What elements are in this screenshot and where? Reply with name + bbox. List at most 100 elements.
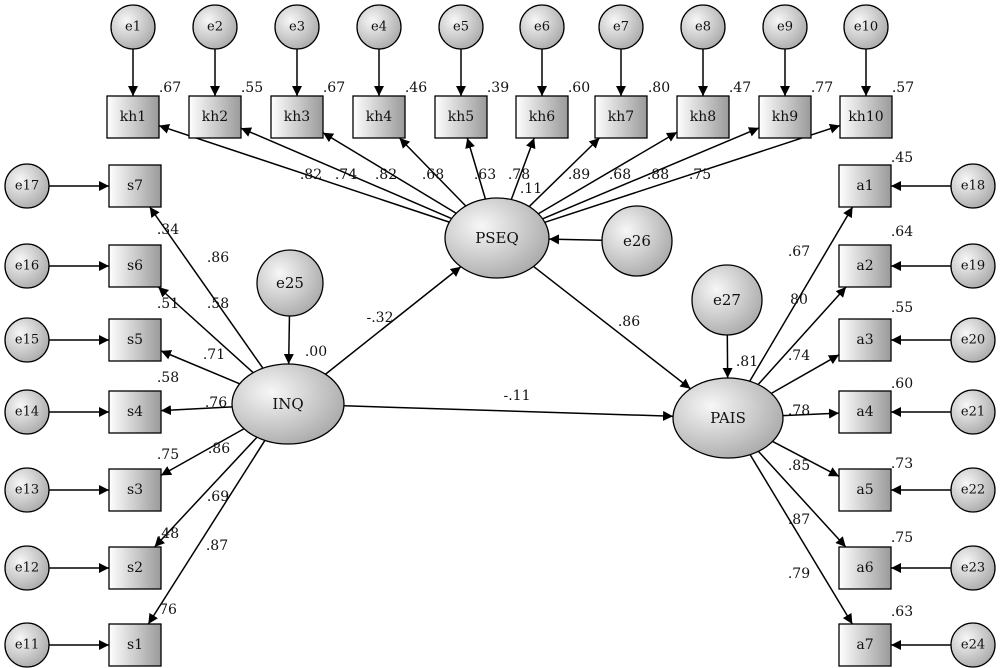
paths-layer [49,49,951,650]
node-label: kh3 [284,109,310,125]
coefficient-label: -.32 [367,310,394,326]
coefficient-label: .85 [788,458,810,474]
node-e9: e9 [762,4,808,50]
coefficient-label: .68 [422,167,444,183]
node-e19: e19 [950,243,996,289]
node-e7: e7 [598,4,644,50]
coefficient-label: .74 [788,348,810,364]
node-label: a4 [856,404,873,420]
node-label: kh10 [848,109,883,125]
node-e6: e6 [519,4,565,50]
latent-ellipse [672,377,784,459]
node-e14: e14 [4,389,50,435]
indicator-box [594,95,648,139]
node-label: a5 [856,482,873,498]
node-s7: s7 [108,164,162,208]
path-INQ-to-s2 [154,436,258,548]
error-circle [950,163,996,209]
node-e13: e13 [4,467,50,513]
node-kh7: kh7 [594,95,648,139]
indicator-box [838,244,892,288]
error-circle [762,4,808,50]
node-e10: e10 [843,4,889,50]
coefficient-label: -.11 [504,388,531,404]
path-PSEQ-to-kh1 [158,124,450,223]
coefficient-label: .86 [207,250,229,266]
node-e24: e24 [950,622,996,668]
node-label: e19 [961,259,985,274]
node-e15: e15 [4,317,50,363]
coefficient-label: .81 [736,354,758,370]
node-label: e4 [371,20,387,35]
node-e17: e17 [4,163,50,209]
node-label: e20 [961,333,985,348]
node-label: e24 [961,638,985,653]
path-PAIS-to-a3 [770,354,840,394]
path-INQ-to-PSEQ [324,266,462,375]
node-label: a6 [856,560,873,576]
node-label: s7 [127,178,143,194]
indicator-box [838,164,892,208]
path-e26-to-PSEQ [548,234,603,245]
error-circle [950,467,996,513]
coefficient-label: .80 [648,80,670,96]
coefficient-label: .77 [811,80,833,96]
coefficient-label: .60 [891,376,913,392]
node-e8: e8 [680,4,726,50]
indicator-box [108,390,162,434]
node-kh5: kh5 [434,95,488,139]
node-kh4: kh4 [352,95,406,139]
coefficient-label: .67 [159,80,181,96]
node-e3: e3 [274,4,320,50]
coefficient-label: .39 [487,80,509,96]
coefficient-label: .58 [157,370,179,386]
coefficient-label: .71 [203,347,225,363]
indicator-box [188,95,242,139]
node-a6: a6 [838,546,892,590]
indicator-box [270,95,324,139]
error-circle [4,163,50,209]
path-INQ-to-s3 [160,428,245,477]
node-e25: e25 [256,249,324,317]
path-PAIS-to-a1 [749,206,854,382]
node-label: kh1 [120,109,146,125]
error-circle [4,467,50,513]
indicator-box [108,164,162,208]
node-a4: a4 [838,390,892,434]
node-s1: s1 [108,623,162,667]
error-circle [4,389,50,435]
node-e5: e5 [438,4,484,50]
node-a1: a1 [838,164,892,208]
coefficient-label: .88 [647,167,669,183]
node-label: e7 [613,20,629,35]
coefficient-label: .78 [508,167,530,183]
path-PSEQ-to-kh4 [398,137,467,207]
error-circle [598,4,644,50]
error-circle [950,243,996,289]
node-label: PSEQ [475,229,519,247]
node-label: s5 [127,332,143,348]
node-e21: e21 [950,389,996,435]
coefficient-label: .75 [891,530,913,546]
node-pais: PAIS [672,377,784,459]
coefficient-label: .86 [208,441,230,457]
path-PAIS-to-a2 [757,286,847,386]
error-circle [691,264,763,336]
node-label: e15 [15,333,39,348]
coefficient-label: .75 [689,167,711,183]
node-label: e12 [15,561,39,576]
error-circle [438,4,484,50]
path-PSEQ-to-kh10 [544,123,841,224]
node-label: s6 [127,258,143,274]
coefficient-label: .48 [157,526,179,542]
node-label: s1 [127,637,143,653]
path-PSEQ-to-kh8 [537,131,678,215]
error-circle [4,545,50,591]
path-e25-to-INQ [283,315,294,365]
labels-layer: .67.55.67.46.39.60.80.47.77.57.82.74.82.… [157,80,914,620]
error-circle [4,317,50,363]
error-circle [601,205,673,277]
node-label: e17 [15,179,39,194]
node-e16: e16 [4,243,50,289]
